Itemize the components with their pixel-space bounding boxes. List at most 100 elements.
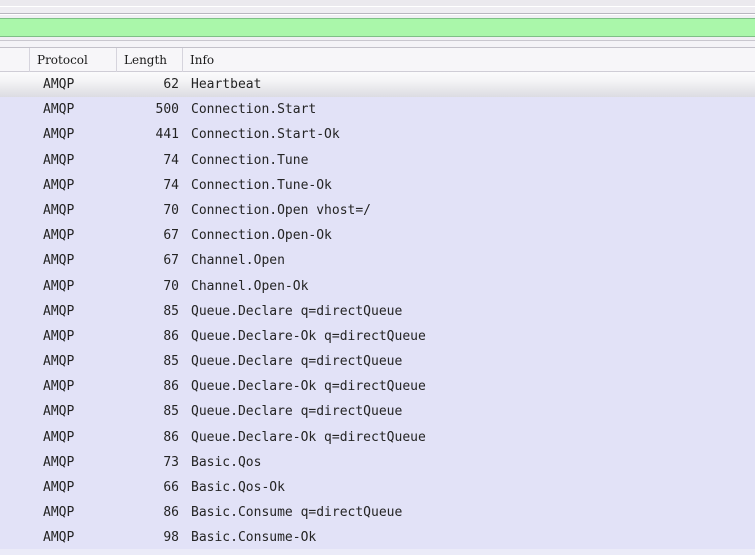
packet-length-cell: 441 (155, 127, 179, 143)
packet-no-cell (0, 223, 30, 248)
packet-info-cell: Queue.Declare-Ok q=directQueue (191, 429, 426, 445)
packet-length-cell: 62 (163, 77, 179, 92)
packet-protocol-cell: AMQP (43, 454, 75, 470)
table-row[interactable]: AMQP 62 Heartbeat (0, 72, 755, 98)
packet-no-cell (0, 173, 30, 198)
packet-length-cell: 66 (163, 480, 179, 495)
packet-no-cell (0, 324, 30, 349)
packet-no-cell (0, 475, 30, 500)
display-filter-bar-container (0, 15, 755, 40)
packet-no-cell (0, 425, 30, 450)
packet-info-cell: Basic.Qos (191, 454, 262, 470)
packet-protocol-cell: AMQP (43, 328, 75, 344)
table-row[interactable]: AMQP 85 Queue.Declare q=directQueue (0, 399, 755, 425)
packet-info-cell: Connection.Start-Ok (191, 127, 340, 143)
packet-length-cell: 86 (163, 328, 179, 344)
clipped-next-row-text (0, 549, 8, 555)
table-header-row: Protocol Length Info (0, 47, 755, 72)
packet-length-cell: 98 (163, 530, 179, 546)
packet-protocol-cell: AMQP (43, 152, 75, 168)
packet-length-cell: 74 (163, 177, 179, 193)
packet-length-cell: 67 (163, 228, 179, 244)
column-header-info[interactable]: Info (190, 52, 215, 67)
packet-info-cell: Basic.Consume-Ok (191, 530, 317, 546)
packet-protocol-cell: AMQP (43, 530, 75, 546)
packet-info-cell: Queue.Declare q=directQueue (191, 354, 403, 370)
packet-info-cell: Queue.Declare q=directQueue (191, 404, 403, 420)
toolbar-strip-inner (0, 6, 755, 13)
packet-info-cell: Channel.Open-Ok (191, 278, 309, 294)
packet-no-cell (0, 525, 30, 550)
packet-no-cell (0, 450, 30, 475)
packet-info-cell: Heartbeat (191, 77, 262, 92)
column-header-protocol[interactable]: Protocol (30, 47, 117, 72)
column-header-no[interactable] (0, 47, 30, 72)
packet-length-cell: 70 (163, 278, 179, 294)
packet-length-cell: 73 (163, 454, 179, 470)
table-row[interactable]: AMQP 98 Basic.Consume-Ok (0, 525, 755, 551)
packet-no-cell (0, 500, 30, 525)
toolbar-strip (0, 0, 755, 14)
table-row[interactable]: AMQP 67 Connection.Open-Ok (0, 223, 755, 249)
packet-protocol-cell: AMQP (43, 77, 75, 92)
packet-protocol-cell: AMQP (43, 278, 75, 294)
packet-protocol-cell: AMQP (43, 177, 75, 193)
table-row[interactable]: AMQP 66 Basic.Qos-Ok (0, 475, 755, 501)
packet-no-cell (0, 148, 30, 173)
packet-info-cell: Queue.Declare-Ok q=directQueue (191, 379, 426, 395)
packet-protocol-cell: AMQP (43, 505, 75, 521)
packet-info-cell: Basic.Qos-Ok (191, 480, 285, 495)
table-row[interactable]: AMQP 86 Basic.Consume q=directQueue (0, 500, 755, 526)
packet-length-cell: 500 (155, 102, 179, 118)
table-row[interactable]: AMQP 70 Connection.Open vhost=/ (0, 197, 755, 224)
packet-info-cell: Connection.Open-Ok (191, 228, 332, 244)
clipped-next-row (0, 549, 755, 555)
packet-length-cell: 85 (163, 354, 179, 370)
packet-length-cell: 86 (163, 379, 179, 395)
packet-info-cell: Connection.Start (191, 102, 317, 118)
packet-protocol-cell: AMQP (43, 228, 75, 244)
packet-length-cell: 70 (163, 202, 179, 218)
display-filter-input[interactable] (0, 18, 755, 37)
packet-no-cell (0, 399, 30, 424)
packet-protocol-cell: AMQP (43, 354, 75, 370)
table-row[interactable]: AMQP 86 Queue.Declare-Ok q=directQueue (0, 374, 755, 400)
packet-info-cell: Basic.Consume q=directQueue (191, 505, 403, 521)
packet-no-cell (0, 72, 30, 97)
packet-no-cell (0, 349, 30, 374)
packet-no-cell (0, 299, 30, 324)
packet-protocol-cell: AMQP (43, 102, 75, 118)
packet-protocol-cell: AMQP (43, 404, 75, 420)
packet-length-cell: 85 (163, 303, 179, 319)
packet-no-cell (0, 122, 30, 147)
column-header-length[interactable]: Length (117, 47, 183, 72)
packet-no-cell (0, 248, 30, 273)
pane-divider[interactable] (0, 40, 755, 48)
packet-protocol-cell: AMQP (43, 379, 75, 395)
packet-protocol-cell: AMQP (43, 202, 75, 218)
packet-length-cell: 86 (163, 505, 179, 521)
packet-no-cell (0, 374, 30, 399)
packet-no-cell (0, 97, 30, 122)
table-row[interactable]: AMQP 500 Connection.Start (0, 97, 755, 123)
table-row[interactable]: AMQP 70 Channel.Open-Ok (0, 273, 755, 299)
packet-protocol-cell: AMQP (43, 480, 75, 495)
packet-info-cell: Queue.Declare-Ok q=directQueue (191, 328, 426, 344)
packet-info-cell: Connection.Open vhost=/ (191, 202, 372, 218)
packet-length-cell: 85 (163, 404, 179, 420)
packet-no-cell (0, 198, 30, 223)
table-row[interactable]: AMQP 73 Basic.Qos (0, 449, 755, 475)
packet-info-cell: Connection.Tune (191, 152, 309, 168)
table-row[interactable]: AMQP 74 Connection.Tune-Ok (0, 172, 755, 198)
table-row[interactable]: AMQP 85 Queue.Declare q=directQueue (0, 349, 755, 375)
packet-protocol-cell: AMQP (43, 253, 75, 269)
table-row[interactable]: AMQP 86 Queue.Declare-Ok q=directQueue (0, 323, 755, 350)
packet-info-cell: Connection.Tune-Ok (191, 177, 332, 193)
